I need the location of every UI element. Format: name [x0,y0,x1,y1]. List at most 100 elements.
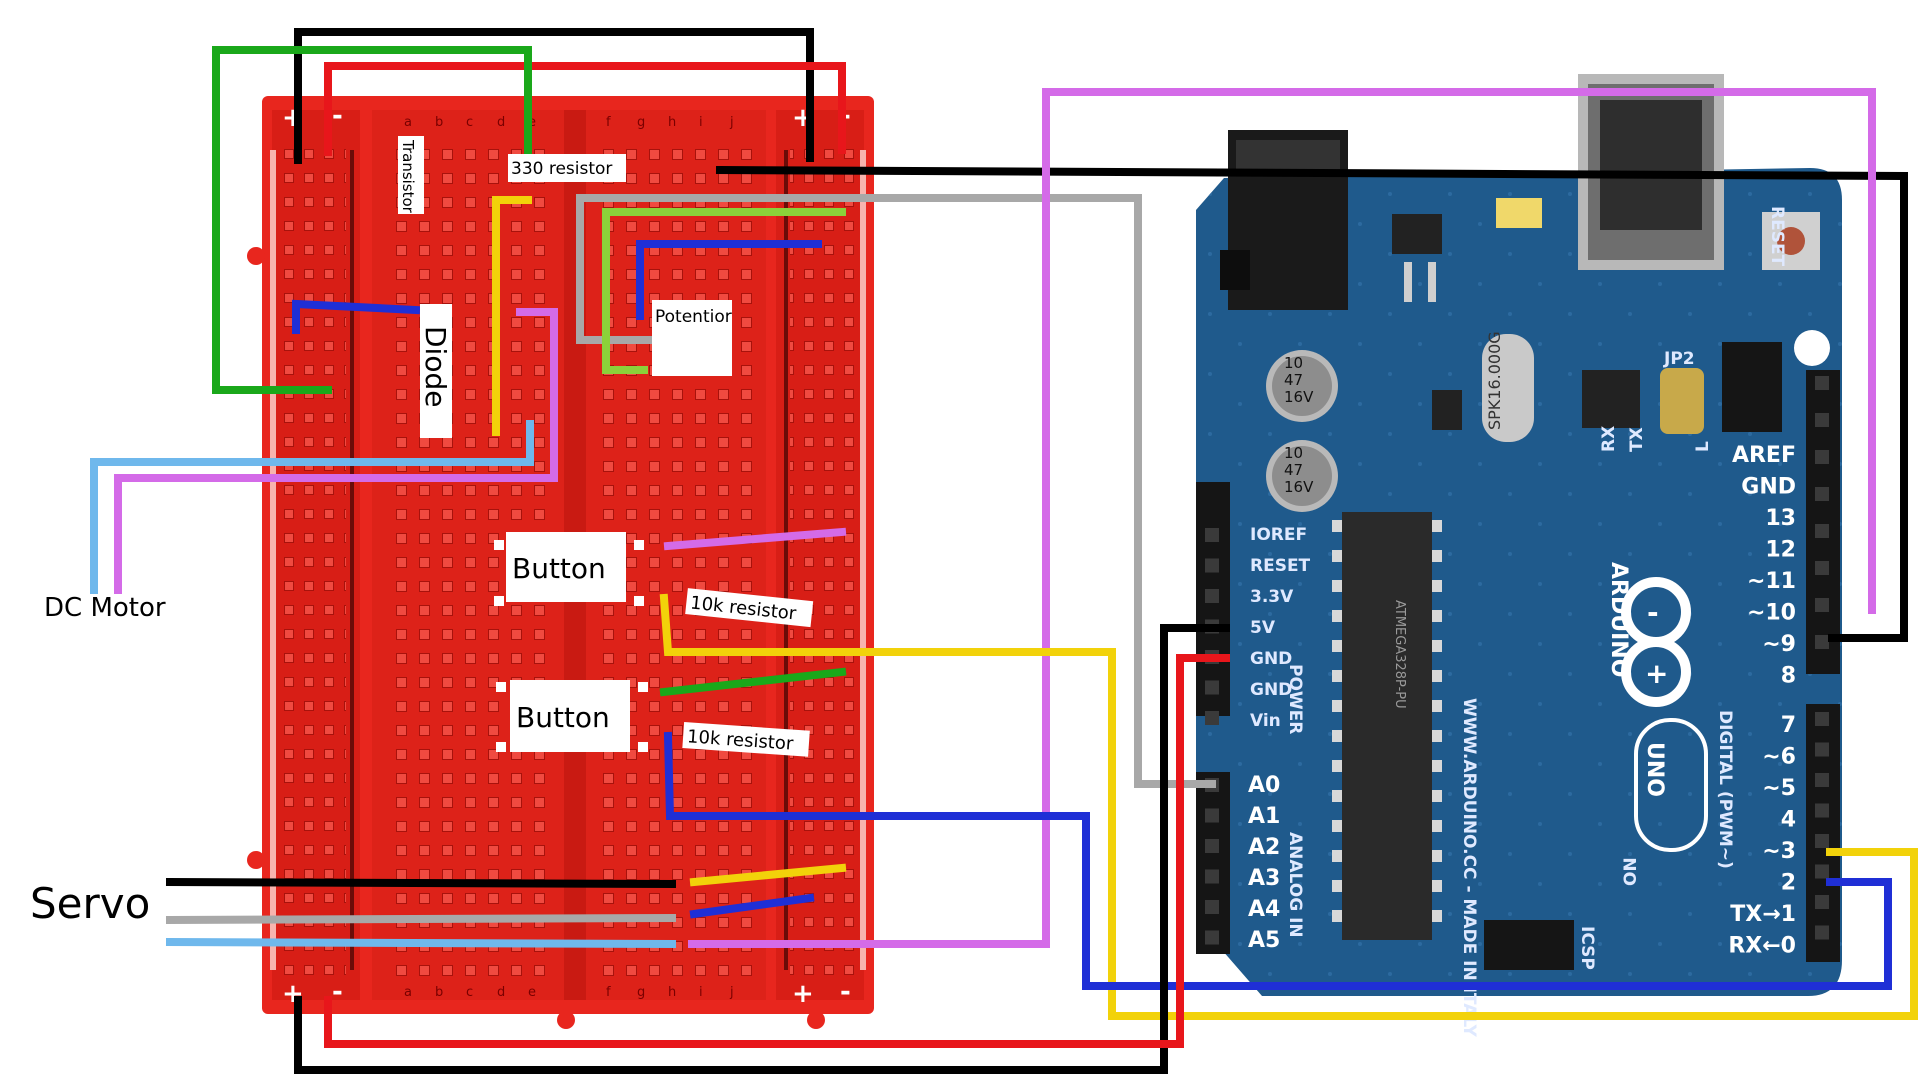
component-labels: Transistor 330 resistor Potentior Diode … [30,136,814,928]
resistor-330-label: 330 resistor [511,159,612,179]
button-leg [638,742,648,752]
bb-col-letter-b: b [435,985,443,1000]
power-header-title: POWER [1285,664,1305,734]
digital-pin-label-b-3: 4 [1781,808,1796,833]
bb-col-letter-b: b [435,115,443,130]
digital-pin-label-b-2: ~5 [1762,776,1796,801]
wire-violet-pin10 [688,88,1876,948]
power-pin-label-3: 5V [1250,618,1276,638]
svg-text:-: - [1647,596,1659,629]
bb-col-letter-d: d [497,115,505,130]
digital-pin-label-7: 8 [1781,664,1796,689]
button-leg [638,682,648,692]
wires [90,28,1918,1074]
bb-col-letter-d: d [497,985,505,1000]
wire-yellow-button1 [659,593,1918,1020]
svg-text:+: + [1645,657,1668,690]
power-pin-label-5: GND [1250,680,1292,700]
push-button-2[interactable] [510,680,630,752]
wire-green-diode-rail [212,46,532,394]
svg-text:ATMEGA328P-PU: ATMEGA328P-PU [1392,600,1407,709]
l-led-label: L [1693,441,1713,452]
wire-pot-lightgreen [602,208,846,374]
transistor-label: Transistor [399,139,417,214]
wire-servo-yellow [689,863,847,887]
voltage-regulator [1392,214,1442,254]
wire-pot-blue [636,240,822,320]
bb-col-letter-i: i [699,985,703,1000]
push-button-1[interactable] [506,532,626,602]
bb-col-letter-h: h [668,115,676,130]
button-leg [634,540,644,550]
wire-yellow-330 [492,196,532,436]
bb-col-letter-g: g [637,115,645,130]
wire-arduino-5v-red [324,654,1230,1048]
reset-label: RESET [1767,206,1787,267]
bb-col-letter-f: f [606,985,611,1000]
digital-pin-label-b-0: 7 [1781,713,1796,738]
analog-header-title: ANALOG IN [1285,832,1305,938]
wire-gnd-arduino-to-rail [715,165,1908,642]
jp2-label: JP2 [1663,349,1695,369]
reset-button[interactable] [1762,212,1820,270]
bb-col-letter-c: c [466,115,473,130]
button-leg [496,742,506,752]
button-1-label: Button [512,552,606,585]
left-rail-minus-bottom: - [332,977,343,1007]
left-rail-minus: - [332,101,343,131]
bb-col-letter-i: i [699,115,703,130]
wire-blue-button2 [663,731,1892,990]
potentiometer [652,300,732,376]
button-leg [496,682,506,692]
right-rail-minus-bottom: - [840,977,851,1007]
digital-pin-label-0: AREF [1732,443,1796,468]
button-2-label: Button [516,701,610,734]
wire-servo-black [165,877,677,889]
wire-servo-gray [165,913,677,925]
rx-label: RX [1599,426,1619,452]
bb-col-letter-c: c [466,985,473,1000]
wire-rail-5v-top [324,62,846,156]
dc-power-jack [1220,130,1348,310]
analog-header [1196,772,1230,954]
crystal-oscillator: SPK16.000G [1482,331,1534,442]
wire-pot-gray-a0 [576,194,1216,788]
icsp-label: ICSP [1577,926,1597,970]
analog-pin-label-4: A4 [1248,897,1280,922]
dc-motor-label: DC Motor [44,593,166,623]
servo-label: Servo [30,879,150,928]
svg-text:SPK16.000G: SPK16.000G [1485,331,1504,430]
wire-arduino-gnd-black [294,624,1230,1074]
button-leg [494,540,504,550]
bb-col-letter-f: f [606,115,611,130]
atmega-chip: ATMEGA328P-PU [1342,512,1432,940]
bb-col-letter-h: h [668,985,676,1000]
bb-col-letter-j: j [729,115,734,130]
digital-pin-label-b-6: TX→1 [1730,902,1796,927]
wire-servo-blue [689,893,815,919]
jp2-header [1660,368,1704,434]
wire-servo-lightblue [165,937,677,949]
button-leg [494,596,504,606]
digital-pin-label-1: GND [1741,475,1796,500]
digital-pin-label-3: 12 [1765,538,1796,563]
digital-pin-label-6: ~9 [1762,632,1796,657]
digital-header-title: DIGITAL (PWM~) [1715,710,1735,869]
usb-chip [1582,370,1640,428]
analog-pin-label-1: A1 [1248,804,1280,829]
arduino-logo: - + [1621,577,1691,707]
power-pin-label-2: 3.3V [1250,587,1294,607]
power-pin-label-4: GND [1250,649,1292,669]
analog-pin-label-3: A3 [1248,866,1280,891]
digital-pin-label-2: 13 [1765,506,1796,531]
